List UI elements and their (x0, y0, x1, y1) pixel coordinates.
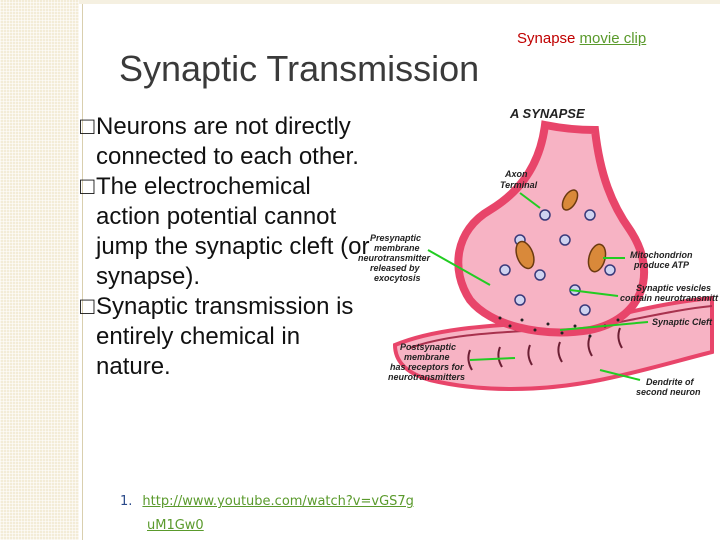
strip-divider (82, 0, 83, 540)
mitochondrion (515, 240, 535, 270)
footnote-link[interactable]: 1. http://www.youtube.com/watch?v=vGS7g u… (120, 490, 414, 538)
label-dendrite: Dendrite of (646, 377, 695, 387)
bullet-item: □ Neurons are not directly connected to … (80, 112, 380, 172)
vesicle (499, 264, 511, 276)
label-axon: Axon (504, 169, 528, 179)
receptor (527, 344, 533, 366)
footnote-url-line1[interactable]: http://www.youtube.com/watch?v=vGS7g (142, 494, 414, 509)
label-postsynaptic-membrane: membrane (404, 352, 450, 362)
vesicle-group (499, 209, 616, 316)
bullet-text: Neurons are not directly connected to ea… (96, 113, 359, 170)
vesicle (534, 269, 546, 281)
label-postsynaptic: Postsynaptic (400, 342, 456, 352)
axon-pointer (519, 192, 541, 209)
mitochondrion (561, 189, 579, 211)
neurotransmitter-dot (508, 324, 512, 328)
neurotransmitter-dot (533, 328, 537, 332)
label-postsynaptic-nt: neurotransmitters (388, 372, 465, 382)
vesicle-pointer (569, 289, 619, 297)
label-presynaptic-membrane: membrane (374, 243, 420, 253)
postsynaptic-pointer (469, 357, 516, 361)
bullet-list: □ Neurons are not directly connected to … (80, 112, 380, 382)
footnote-url-line2[interactable]: uM1Gw0 (147, 518, 204, 533)
label-presynaptic-exo: exocytosis (374, 273, 421, 283)
receptor (587, 335, 593, 357)
movie-word: Synapse (517, 30, 576, 47)
vesicle (559, 234, 571, 246)
bullet-item: □ Synaptic transmission is entirely chem… (80, 292, 380, 382)
neurotransmitter-dot (520, 318, 524, 322)
slide-title: Synaptic Transmission (119, 48, 480, 89)
movie-clip-link[interactable]: movie clip (579, 30, 647, 47)
diagram-labels: Axon Terminal Presynaptic membrane neuro… (358, 169, 719, 397)
neurotransmitter-dot (546, 322, 550, 326)
label-presynaptic-released: released by (370, 263, 421, 273)
vesicle (584, 209, 596, 221)
vesicle (539, 209, 551, 221)
bullet-marker: □ (80, 173, 95, 200)
neurotransmitter-dot (498, 316, 502, 320)
mitochondrion (587, 243, 607, 273)
bullet-text: Synaptic transmission is entirely chemic… (96, 293, 354, 380)
label-vesicles: Synaptic vesicles (636, 283, 711, 293)
label-second-neuron: second neuron (636, 387, 701, 397)
neurotransmitter-dot (560, 331, 564, 335)
label-cleft: Synaptic Cleft (652, 317, 713, 327)
label-postsynaptic-receptors: has receptors for (390, 362, 464, 372)
neurotransmitter-dot (616, 318, 620, 322)
bullet-marker: □ (80, 113, 95, 140)
label-presynaptic-nt: neurotransmitter (358, 253, 431, 263)
axon-terminal (454, 120, 649, 337)
presynaptic-pointer (427, 249, 491, 286)
receptor (617, 327, 623, 349)
top-border (79, 0, 720, 4)
cleft-dots (498, 316, 620, 338)
neurotransmitter-dot (573, 324, 577, 328)
bullet-marker: □ (80, 293, 95, 320)
vesicle (579, 304, 591, 316)
vesicle (604, 264, 616, 276)
label-mitochondrion-atp: produce ATP (633, 260, 690, 270)
diagram-heading: A SYNAPSE (509, 106, 585, 121)
movie-clip-link-area: Synapse movie clip (517, 30, 646, 47)
footnote-number: 1. (120, 494, 133, 509)
receptor (497, 346, 503, 368)
label-vesicles-contain: contain neurotransmitt (620, 293, 719, 303)
label-presynaptic: Presynaptic (370, 233, 421, 243)
dendrite-pointer (599, 369, 641, 381)
mitochondria-group (515, 189, 607, 273)
vesicle (514, 294, 526, 306)
label-mitochondrion: Mitochondrion (630, 250, 693, 260)
cleft-pointer (559, 321, 649, 331)
bullet-text: The electrochemical action potential can… (96, 173, 370, 290)
receptor-group (467, 327, 623, 371)
pointer-lines (427, 192, 649, 381)
neurotransmitter-dot (588, 334, 592, 338)
bullet-item: □ The electrochemical action potential c… (80, 172, 380, 292)
receptor (467, 349, 473, 371)
receptor (557, 341, 563, 363)
label-terminal: Terminal (500, 180, 538, 190)
decorative-side-strip (0, 0, 79, 540)
